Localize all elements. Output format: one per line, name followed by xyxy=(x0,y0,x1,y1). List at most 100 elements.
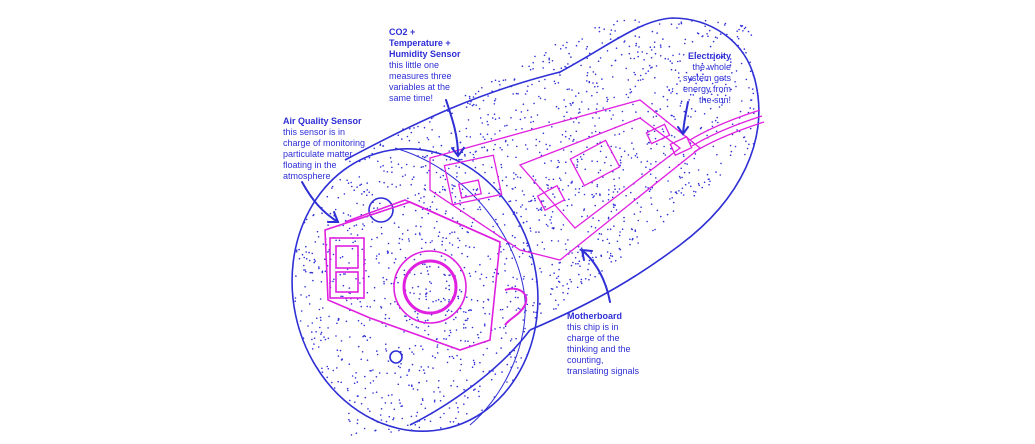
stipple-dot xyxy=(576,167,578,169)
stipple-dot xyxy=(359,184,361,186)
stipple-dot xyxy=(313,343,315,345)
stipple-dot xyxy=(502,180,504,182)
stipple-dot xyxy=(589,81,591,83)
stipple-dot xyxy=(465,172,467,174)
stipple-dot xyxy=(429,281,431,283)
stipple-dot xyxy=(404,274,406,276)
stipple-dot xyxy=(654,46,656,48)
stipple-dot xyxy=(565,47,567,49)
stipple-dot xyxy=(663,131,665,133)
stipple-dot xyxy=(354,383,356,385)
stipple-dot xyxy=(363,325,365,327)
stipple-dot xyxy=(371,239,373,241)
annotation-title: Air Quality Sensor xyxy=(283,116,393,127)
stipple-dot xyxy=(455,196,457,198)
stipple-dot xyxy=(306,258,308,260)
stipple-dot xyxy=(382,277,384,279)
stipple-dot xyxy=(581,158,583,160)
stipple-dot xyxy=(453,380,455,382)
stipple-dot xyxy=(597,161,599,163)
stipple-dot xyxy=(400,405,402,407)
stipple-dot xyxy=(608,199,610,201)
stipple-dot xyxy=(506,125,508,127)
stipple-dot xyxy=(655,161,657,163)
stipple-dot xyxy=(477,188,479,190)
stipple-dot xyxy=(638,46,640,48)
stipple-dot xyxy=(427,172,429,174)
stipple-dot xyxy=(549,219,551,221)
stipple-dot xyxy=(673,116,675,118)
stipple-dot xyxy=(363,204,365,206)
stipple-dot xyxy=(667,180,669,182)
stipple-dot xyxy=(530,230,532,232)
stipple-dot xyxy=(361,249,363,251)
stipple-dot xyxy=(595,74,597,76)
stipple-dot xyxy=(445,338,447,340)
stipple-dot xyxy=(539,141,541,143)
stipple-dot xyxy=(631,157,633,159)
stipple-dot xyxy=(461,291,463,293)
stipple-dot xyxy=(637,80,639,82)
stipple-dot xyxy=(424,372,426,374)
stipple-dot xyxy=(514,79,516,81)
stipple-dot xyxy=(565,136,567,138)
stipple-dot xyxy=(466,136,468,138)
stipple-dot xyxy=(436,221,438,223)
stipple-dot xyxy=(495,118,497,120)
stipple-dot xyxy=(461,159,463,161)
stipple-dot xyxy=(562,292,564,294)
stipple-dot xyxy=(299,258,301,260)
stipple-dot xyxy=(633,72,635,74)
stipple-dot xyxy=(380,414,382,416)
stipple-dot xyxy=(494,144,496,146)
stipple-dot xyxy=(510,200,512,202)
stipple-dot xyxy=(381,227,383,229)
stipple-dot xyxy=(655,110,657,112)
stipple-dot xyxy=(586,48,588,50)
stipple-dot xyxy=(457,296,459,298)
stipple-dot xyxy=(491,81,493,83)
stipple-dot xyxy=(454,231,456,233)
stipple-dot xyxy=(430,283,432,285)
stipple-dot xyxy=(595,193,597,195)
stipple-dot xyxy=(437,346,439,348)
sensor-vent-inner xyxy=(336,246,358,268)
stipple-dot xyxy=(533,103,535,105)
stipple-dot xyxy=(342,296,344,298)
stipple-dot xyxy=(678,190,680,192)
stipple-dot xyxy=(735,86,737,88)
stipple-dot xyxy=(716,117,718,119)
stipple-dot xyxy=(510,340,512,342)
stipple-dot xyxy=(595,256,597,258)
stipple-dot xyxy=(565,161,567,163)
stipple-dot xyxy=(309,260,311,262)
stipple-dot xyxy=(369,370,371,372)
stipple-dot xyxy=(394,262,396,264)
stipple-dot xyxy=(558,304,560,306)
stipple-dot xyxy=(428,366,430,368)
stipple-dot xyxy=(434,401,436,403)
stipple-dot xyxy=(651,103,653,105)
stipple-dot xyxy=(707,35,709,37)
stipple-dot xyxy=(592,117,594,119)
stipple-dot xyxy=(507,156,509,158)
stipple-dot xyxy=(527,304,529,306)
stipple-dot xyxy=(620,256,622,258)
stipple-dot xyxy=(698,169,700,171)
stipple-dot xyxy=(364,376,366,378)
stipple-dot xyxy=(440,417,442,419)
stipple-dot xyxy=(654,41,656,43)
stipple-dot xyxy=(380,306,382,308)
stipple-dot xyxy=(602,88,604,90)
stipple-dot xyxy=(567,205,569,207)
stipple-dot xyxy=(752,88,754,90)
stipple-dot xyxy=(463,311,465,313)
stipple-dot xyxy=(611,29,613,31)
stipple-dot xyxy=(320,317,322,319)
stipple-dot xyxy=(465,245,467,247)
stipple-dot xyxy=(379,372,381,374)
stipple-dot xyxy=(682,188,684,190)
stipple-dot xyxy=(562,285,564,287)
stipple-dot xyxy=(318,346,320,348)
stipple-dot xyxy=(477,334,479,336)
